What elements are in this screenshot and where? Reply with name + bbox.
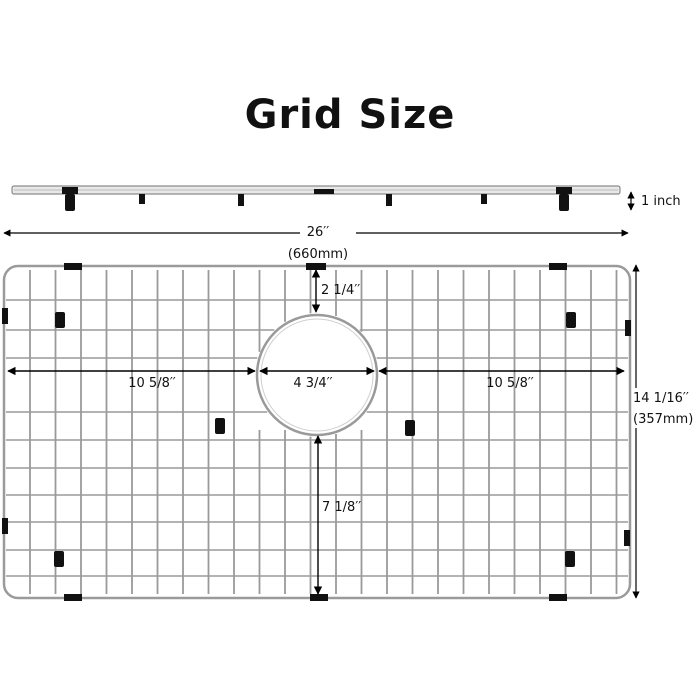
grid-feet bbox=[2, 263, 631, 601]
bumper-icon bbox=[306, 263, 326, 270]
bumper-icon bbox=[2, 308, 8, 324]
bumper-icon bbox=[549, 263, 567, 270]
depth-mm-label: (357mm) bbox=[633, 412, 693, 427]
left-span-label: 10 5/8′′ bbox=[128, 376, 176, 391]
bottom-gap-label: 7 1/8′′ bbox=[322, 500, 361, 515]
rubber-foot-icon bbox=[65, 194, 75, 211]
hole-diameter-label: 4 3/4′′ bbox=[293, 376, 332, 391]
bumper-icon bbox=[310, 594, 328, 601]
bumper-icon bbox=[64, 594, 82, 601]
bumper-icon bbox=[549, 594, 567, 601]
rubber-foot-icon bbox=[559, 194, 569, 211]
drain-hole bbox=[255, 313, 379, 437]
rubber-foot-icon bbox=[566, 312, 576, 328]
bumper-icon bbox=[625, 320, 631, 336]
height-label: 1 inch bbox=[641, 194, 681, 209]
bumper-icon bbox=[624, 530, 630, 546]
width-label: 26′′ bbox=[307, 225, 329, 240]
top-gap-label: 2 1/4′′ bbox=[321, 283, 360, 298]
rubber-foot-icon bbox=[405, 420, 415, 436]
rubber-foot-icon bbox=[54, 551, 64, 567]
page-title: Grid Size bbox=[244, 92, 456, 138]
side-profile-view bbox=[11, 185, 635, 211]
rubber-foot-icon bbox=[55, 312, 65, 328]
bumper-icon bbox=[2, 518, 8, 534]
width-mm-label: (660mm) bbox=[288, 247, 348, 262]
rubber-foot-icon bbox=[565, 551, 575, 567]
interior-dimensions bbox=[7, 269, 625, 595]
right-span-label: 10 5/8′′ bbox=[486, 376, 534, 391]
depth-label: 14 1/16′′ bbox=[633, 391, 689, 406]
bumper-icon bbox=[64, 263, 82, 270]
rubber-foot-icon bbox=[215, 418, 225, 434]
